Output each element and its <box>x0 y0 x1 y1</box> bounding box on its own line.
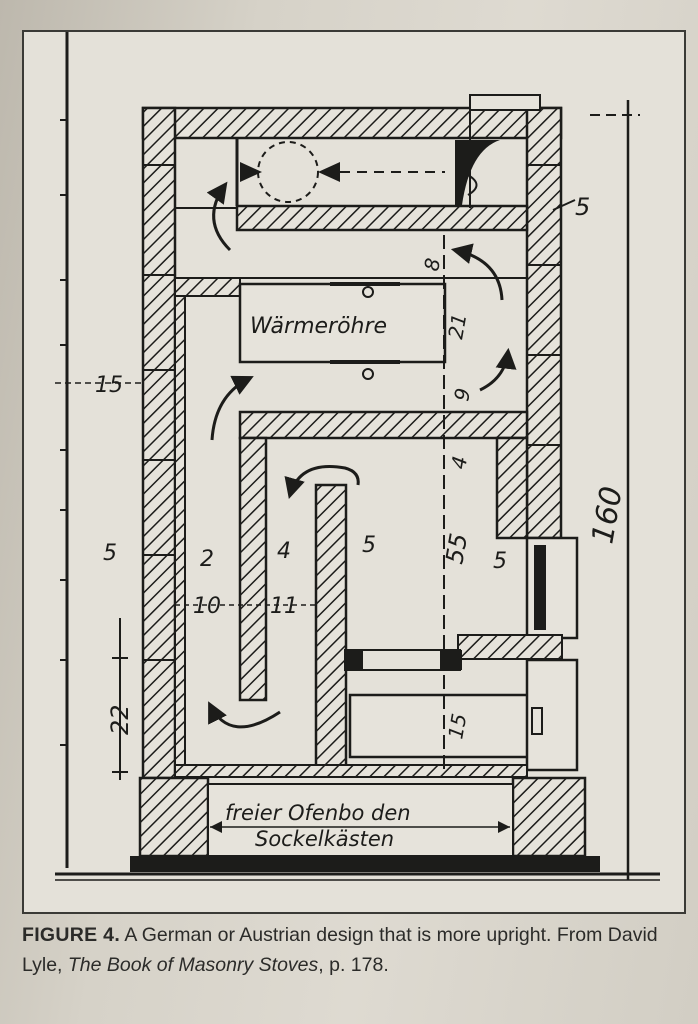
top-baffle <box>235 204 529 232</box>
dim-5-right: 5 <box>493 549 507 574</box>
dim-22: 22 <box>106 704 134 735</box>
firebox-left-wall <box>238 436 268 702</box>
firebox-top-wall <box>238 410 529 440</box>
outer-wall-left <box>141 106 177 780</box>
dim-5-inner: 5 <box>362 533 376 558</box>
dim-10: 10 <box>193 594 221 619</box>
figure-caption: FIGURE 4. A German or Austrian design th… <box>22 920 692 980</box>
dim-4-inner: 4 <box>277 539 291 564</box>
free-floor-label: freier Ofenbo den <box>225 801 411 825</box>
dim-55: 55 <box>440 531 473 566</box>
plinth-left <box>138 776 210 858</box>
dim-5-top: 5 <box>575 193 590 221</box>
grate-ledge <box>457 634 563 660</box>
dim-5-left: 5 <box>103 541 117 566</box>
dim-15-bottom: 15 <box>443 712 471 741</box>
dim-21: 21 <box>443 312 471 341</box>
inner-column-left <box>174 295 186 777</box>
dim-9: 9 <box>449 386 475 403</box>
center-baffle <box>314 483 348 769</box>
shelf-band <box>174 277 241 297</box>
dim-15-left: 15 <box>95 373 123 398</box>
warming-tube-label: Wärmeröhre <box>250 314 387 339</box>
caption-book-title: The Book of Masonry Stoves <box>67 954 319 976</box>
base-box <box>207 783 514 857</box>
dim-160: 160 <box>585 484 629 546</box>
floor-slab <box>174 764 528 778</box>
caption-page-ref: , p. 178. <box>318 954 389 976</box>
lower-door <box>525 658 579 772</box>
plinth-right <box>511 776 587 858</box>
dim-8: 8 <box>419 256 445 273</box>
dim-2: 2 <box>200 547 214 572</box>
flue-opening <box>257 141 319 203</box>
base-box-label: Sockelkästen <box>255 827 394 851</box>
outer-wall-top <box>141 106 563 140</box>
reference-ticks <box>60 119 67 746</box>
dim-11: 11 <box>270 594 298 619</box>
caption-text: A German or Austrian design that is more… <box>22 924 658 976</box>
firebox-right-wall <box>495 436 529 540</box>
outer-wall-right <box>525 106 563 540</box>
dim-4-mid: 4 <box>446 454 472 471</box>
caption-label: FIGURE 4. <box>22 924 121 946</box>
ash-drawer <box>348 693 532 759</box>
